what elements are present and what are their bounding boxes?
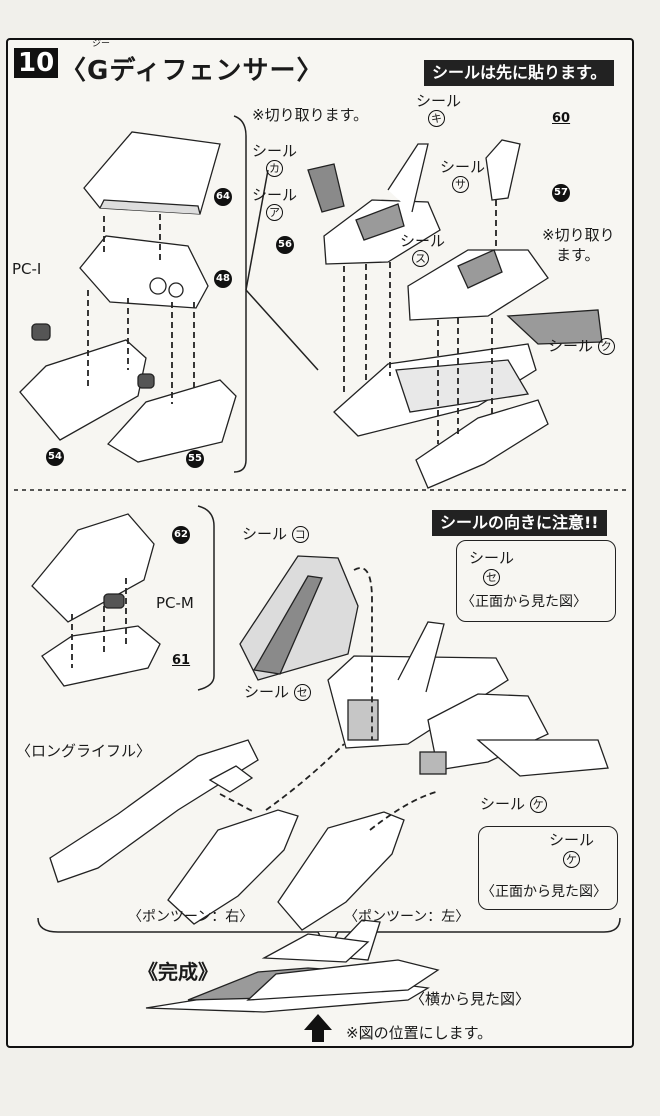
long-rifle-label: 〈ロングライフル〉 xyxy=(16,742,152,760)
seal-se-label: シール セ xyxy=(244,684,311,701)
seal-direction-badge: シールの向きに注意!! xyxy=(432,510,607,536)
group-bracket-2 xyxy=(197,505,215,691)
seal-su-label: シール xyxy=(400,232,446,250)
seal-se-mark: セ xyxy=(293,684,311,701)
part-number-48: 48 xyxy=(214,270,232,288)
seal-ka-label: シール xyxy=(252,142,298,160)
seal-a-label: シール xyxy=(252,186,298,204)
front-view-box-se: シール セ 〈正面から見た図〉 xyxy=(456,540,616,622)
part-number-55: 55 xyxy=(186,450,204,468)
complete-bracket xyxy=(37,917,621,933)
position-arrow xyxy=(304,1014,332,1042)
seal-se-mark-2: セ xyxy=(483,569,500,586)
cut-note-2b: ます。 xyxy=(556,246,600,264)
body-parts xyxy=(239,555,609,777)
cut-note: ※切り取ります。 xyxy=(252,106,369,124)
top-left-parts xyxy=(19,131,237,463)
cut-note-2: ※切り取り xyxy=(542,226,615,244)
front-view-box-ke: シール ケ 〈正面から見た図〉 xyxy=(478,826,618,910)
step-title: 〈Gディフェンサー〉 xyxy=(60,56,324,86)
seal-ki-label: シール xyxy=(416,92,462,110)
seal-su-mark: ス xyxy=(412,250,429,267)
pc-m-label: PC-M xyxy=(156,594,194,612)
part-number-60: 60 xyxy=(552,111,571,126)
complete-label: 《完成》 xyxy=(138,960,218,984)
seal-ki-mark: キ xyxy=(428,110,445,127)
seal-ke-mark: ケ xyxy=(529,796,547,813)
group-bracket xyxy=(233,115,247,473)
seal-sa-label: シール xyxy=(440,158,486,176)
seal-first-badge: シールは先に貼ります。 xyxy=(424,60,615,86)
rifle-pontoons xyxy=(49,739,405,931)
step-number: 10 xyxy=(14,48,59,78)
complete-side-view xyxy=(145,919,440,1013)
top-right-parts xyxy=(307,139,603,489)
seal-ka-mark: カ xyxy=(266,160,283,177)
seal-ke-label: シール ケ xyxy=(480,796,547,813)
seal-sa-mark: サ xyxy=(452,176,469,193)
part-number-64: 64 xyxy=(214,188,232,206)
front-view-caption-1: 〈正面から見た図〉 xyxy=(461,594,587,610)
seal-a-mark: ア xyxy=(266,204,283,221)
instruction-page: 10 ジー 〈Gディフェンサー〉 シールは先に貼ります。 PC-I 64 48 … xyxy=(6,38,634,1048)
seal-ko-mark: コ xyxy=(291,526,309,543)
pontoon-right-label: 〈ポンツーン：右〉 xyxy=(128,909,254,925)
seal-ko-label: シール コ xyxy=(242,526,309,543)
seal-ku-mark: ク xyxy=(597,338,615,355)
step-title-ruby: ジー xyxy=(92,39,111,49)
assembly-illustration xyxy=(14,115,626,1042)
seal-ke-mark-2: ケ xyxy=(563,851,580,868)
front-view-caption-2: 〈正面から見た図〉 xyxy=(481,884,607,900)
pc-i-label: PC-I xyxy=(12,260,42,278)
side-view-label: 〈横から見た図〉 xyxy=(410,990,531,1008)
seal-ku-label: シール ク xyxy=(548,338,615,355)
position-note: ※図の位置にします。 xyxy=(346,1024,493,1042)
part-number-54: 54 xyxy=(46,448,64,466)
part-number-62: 62 xyxy=(172,526,190,544)
nose-parts xyxy=(31,513,161,687)
part-number-57: 57 xyxy=(552,184,570,202)
part-number-56: 56 xyxy=(276,236,294,254)
pontoon-left-label: 〈ポンツーン：左〉 xyxy=(344,909,470,925)
part-number-61: 61 xyxy=(172,653,191,668)
